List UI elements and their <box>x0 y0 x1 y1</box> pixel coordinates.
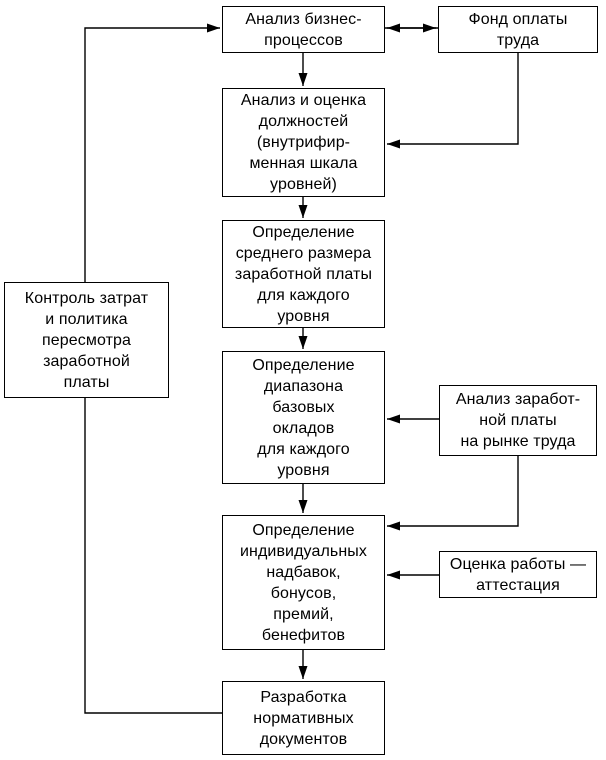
flow-node-labor-market-salary-analysis: Анализ заработ- ной платы на рынке труда <box>439 385 597 456</box>
connector-labor-market-to-bonuses <box>387 456 519 531</box>
flow-node-cost-control-policy: Контроль затрат и политика пересмотра за… <box>4 282 169 398</box>
flow-node-regulatory-documents-development: Разработка нормативных документов <box>222 681 385 755</box>
flow-node-job-analysis-evaluation: Анализ и оценка должностей (внутрифир- м… <box>222 88 385 197</box>
flow-node-work-evaluation-attestation: Оценка работы — аттестация <box>439 551 597 598</box>
flow-node-average-salary-determination: Определение среднего размера заработной … <box>222 220 385 328</box>
flow-node-base-salary-range-determination: Определение диапазона базовых окладов дл… <box>222 351 385 484</box>
flow-node-individual-bonuses-determination: Определение индивидуальных надбавок, бон… <box>222 515 385 650</box>
connector-payroll-to-job-analysis <box>387 53 519 149</box>
flow-node-payroll-fund: Фонд оплаты труда <box>438 6 598 53</box>
flow-node-business-process-analysis: Анализ бизнес- процессов <box>222 6 385 53</box>
